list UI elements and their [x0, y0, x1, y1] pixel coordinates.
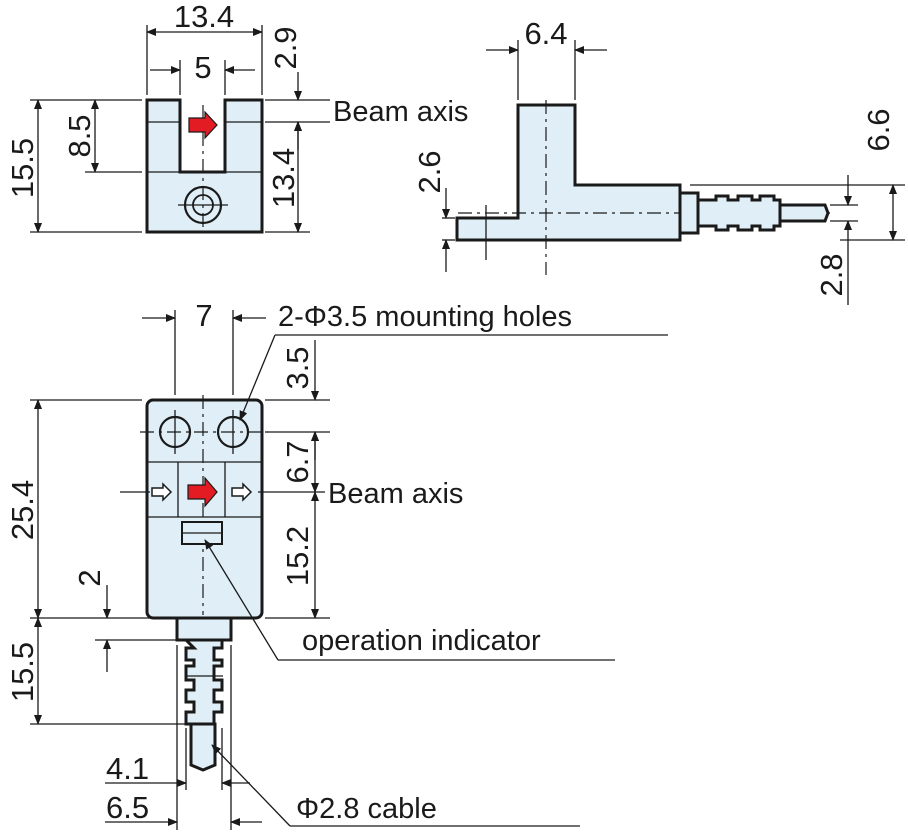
side-base-dim: 2.6: [412, 150, 447, 193]
side-view: 6.4 2.6 6.6 2.8: [412, 16, 905, 305]
cable-label: Φ2.8 cable: [296, 793, 437, 825]
beam-offset-dim: 6.7: [280, 440, 315, 483]
top-view: 13.4 5 Beam axis 2.9 13.4 15.5 8.5: [5, 0, 468, 234]
top-offset-dim: 2.9: [268, 26, 303, 69]
beam-arrow-icon: [187, 476, 218, 508]
lower-section-dim: 15.2: [280, 526, 315, 586]
neck-width-dim: 4.1: [106, 751, 149, 786]
step-dim: 2: [72, 569, 107, 586]
side-width-dim: 6.4: [524, 16, 567, 51]
side-cable-height-dim: 6.6: [861, 108, 896, 151]
cable-length-dim: 15.5: [5, 642, 40, 702]
front-beam-axis-label: Beam axis: [328, 478, 463, 510]
front-view-body: [145, 398, 264, 620]
hole-pitch-dim: 7: [195, 298, 212, 333]
top-height-dim: 15.5: [5, 138, 40, 198]
slot-width-dim: 5: [194, 50, 211, 85]
top-view-body: [145, 98, 264, 234]
beam-arrow-icon: [188, 110, 218, 140]
top-width-dim: 13.4: [174, 0, 234, 34]
front-height-dim: 25.4: [5, 480, 40, 540]
beam-arrow-outline-right-icon: [231, 482, 253, 502]
cable-width-dim: 6.5: [106, 790, 149, 825]
side-cable-dia-dim: 2.8: [814, 253, 849, 296]
mounting-holes-label: 2-Φ3.5 mounting holes: [278, 301, 572, 333]
side-view-body: [455, 103, 682, 242]
top-beam-height-dim: 8.5: [62, 114, 97, 157]
hole-offset-dim: 3.5: [280, 346, 315, 389]
top-beam-axis-label: Beam axis: [333, 96, 468, 128]
operation-indicator-label: operation indicator: [302, 625, 541, 657]
beam-arrow-outline-left-icon: [151, 482, 173, 502]
front-view: 7 2-Φ3.5 mounting holes 3.5 6.7 Beam axi…: [5, 298, 668, 830]
top-lower-dim: 13.4: [266, 148, 301, 208]
